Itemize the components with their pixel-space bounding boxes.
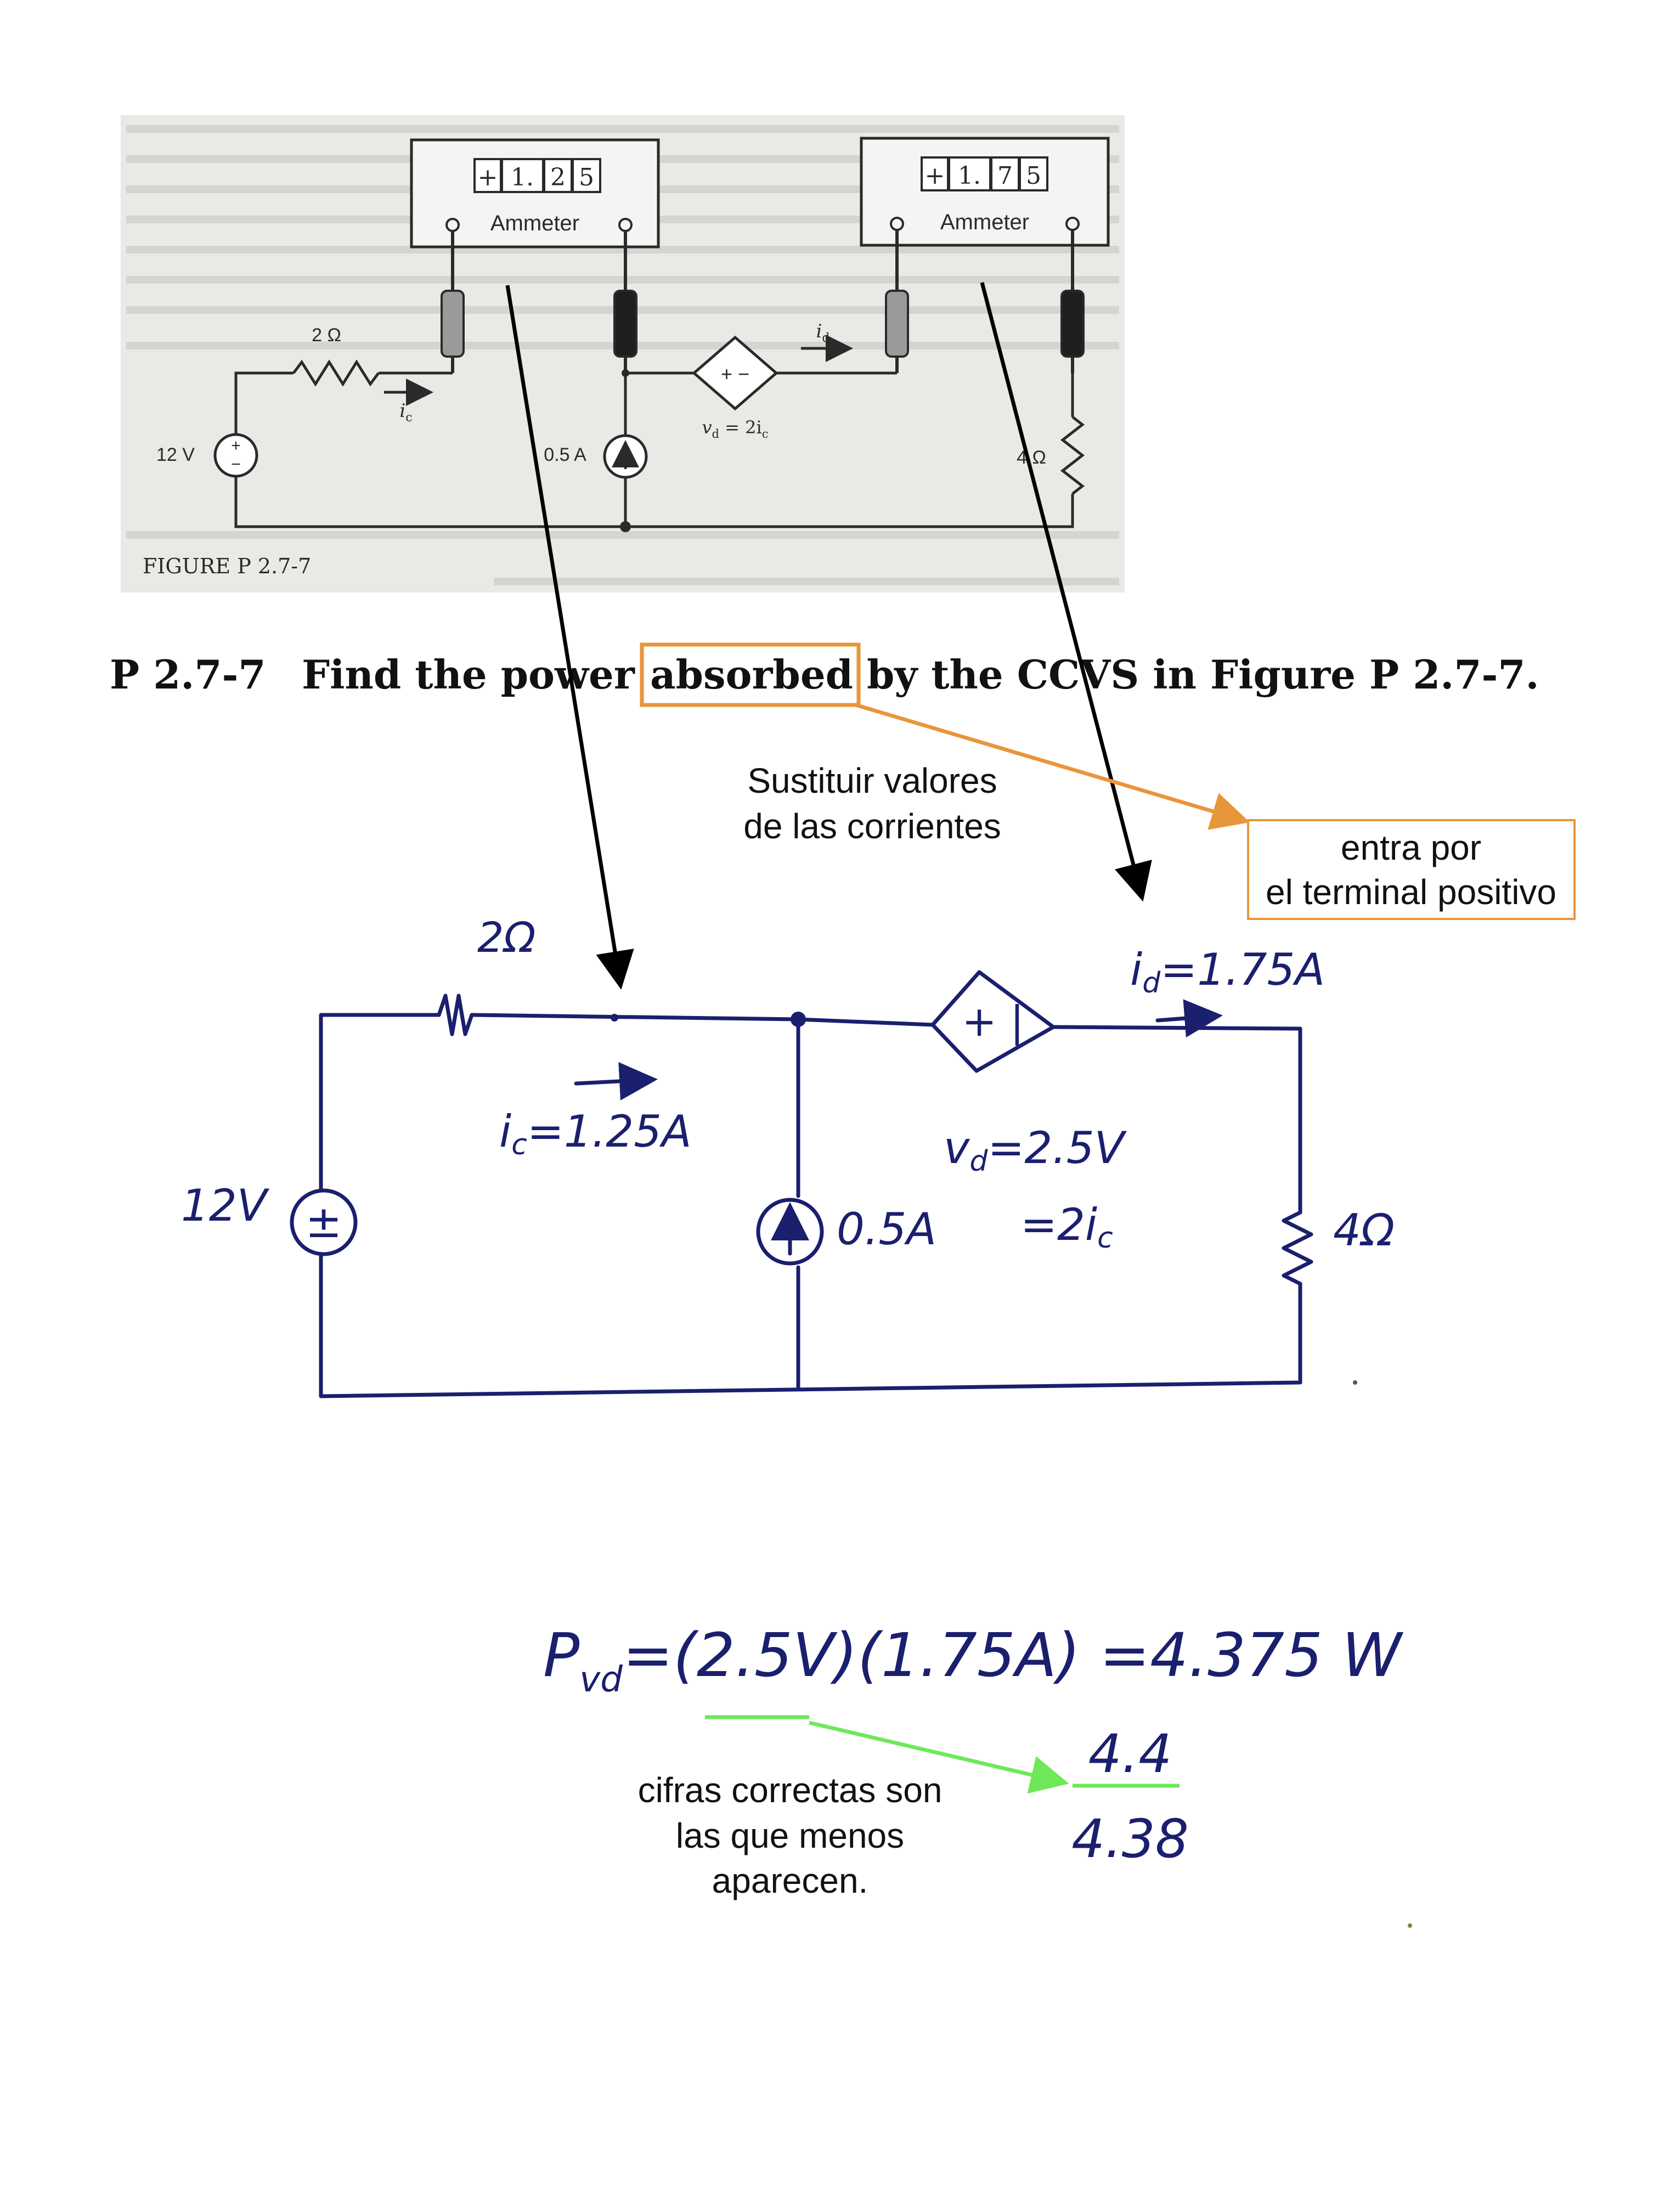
ammeter-left-label: Ammeter [490,211,579,235]
hw-node-dot [791,1012,806,1027]
power-calculation: Pvd=(2.5V)(1.75A) =4.375 W 4.4 4.38 [543,1620,1404,1870]
hw-id-arrow [1155,999,1223,1038]
hw-wire-top-left [319,1013,441,1193]
green-arrow [809,1720,1069,1794]
scan-figure-caption: FIGURE P 2.7-7 [143,554,311,578]
probe-leads [451,230,1074,291]
hw-r4-label: 4Ω [1333,1205,1395,1256]
absorbed-highlight-box [640,642,861,707]
scan-ccvs-sign: + − [721,363,749,385]
hw-vd-eq-label: =2ic [1020,1199,1113,1255]
scan-voltage-source-plus: + [231,437,241,455]
handwritten-circuit [290,970,1313,1398]
note-significant-figures: cifras correctas son las que menos apare… [638,1770,943,1900]
hw-voltage-source [290,1188,358,1256]
ammeter-right-digit-2: 7 [997,162,1013,190]
hw-node-dot-small [611,1014,618,1022]
hw-ccvs-sign: + | [962,997,1024,1046]
scan-id-label: id [816,320,830,345]
scan-ccvs: + − [692,335,778,411]
note-terminal: entra por el terminal positivo [1247,819,1576,920]
hw-wire-right-bottom [319,1254,1302,1398]
hw-vd-label: vd=2.5V [944,1122,1127,1178]
ammeter-right-digit-3: 5 [1026,162,1041,190]
note-substitute-line-1: Sustituir valores [747,761,997,800]
ammeter-right-digit-1: 1. [958,162,981,190]
hw-wire-to-ccvs [796,1017,935,1027]
hw-wire-top-right [1051,1025,1302,1215]
hw-power-equation: Pvd=(2.5V)(1.75A) =4.375 W [543,1620,1404,1700]
note-sig-line-1: cifras correctas son [638,1770,943,1810]
hw-r2-label: 2Ω [477,913,535,962]
hw-isource-label: 0.5A [837,1204,936,1255]
arrow-left-ammeter [505,285,634,990]
hw-resistor-4 [1282,1210,1313,1286]
note-terminal-box [1247,819,1576,920]
ammeter-right-label: Ammeter [940,210,1029,234]
handwritten-labels: 2Ω 12V ± ic=1.25A id=1.75A + | vd=2.5V =… [181,913,1395,1256]
note-sig-line-3: aparecen. [712,1861,868,1900]
stray-dot-green [1408,1923,1412,1928]
ammeter-right-sign: + [925,162,945,190]
hw-ic-arrow [574,1062,658,1101]
scan-current-source-label: 0.5 A [544,444,586,465]
note-substitute-line-2: de las corrientes [743,806,1001,846]
hw-rounded-1: 4.4 [1088,1723,1172,1785]
note-sig-line-2: las que menos [676,1816,904,1855]
ammeter-left: + 1. 2 5 Ammeter [410,138,660,249]
scan-voltage-source [213,433,258,478]
ammeter-left-digit-1: 1. [511,163,534,191]
note-terminal-line-1: entra por [1341,828,1481,867]
note-terminal-line-2: el terminal positivo [1266,872,1556,912]
scan-node-dot-top [622,369,629,377]
problem-number: P 2.7-7 [110,651,266,698]
hw-current-source [756,1198,824,1266]
ammeter-right: + 1. 7 5 Ammeter [860,137,1110,247]
arrow-right-ammeter [980,282,1152,902]
problem-highlight-word: absorbed [650,651,853,698]
hw-rounded-2: 4.38 [1071,1808,1189,1870]
scanned-figure: + 1. 2 5 Ammeter + 1. 7 5 Ammeter [121,115,1125,592]
ammeter-left-digit-3: 5 [579,163,594,191]
probes [441,290,1085,373]
problem-text-after: by the CCVS in Figure P 2.7-7. [867,651,1539,698]
ammeter-left-sign: + [478,163,498,191]
hw-id-label: id=1.75A [1130,944,1325,1000]
hw-wire-top-mid [470,1013,800,1022]
scan-resistor-2-label: 2 Ω [312,325,341,346]
scan-voltage-source-minus: − [231,455,241,473]
ammeter-left-digit-2: 2 [550,163,566,191]
hw-12v-label: 12V [181,1180,270,1231]
arrow-orange [855,703,1250,830]
scan-ic-label: ic [399,400,412,425]
scan-12v-label: 12 V [156,444,195,465]
stray-dot [1353,1380,1357,1385]
hw-source-sign: ± [305,1197,342,1248]
hw-resistor-2 [437,994,474,1036]
problem-text-before: Find the power [302,651,635,698]
scan-vd-label: vd = 2ic [702,417,768,441]
hw-ic-label: ic=1.25A [499,1106,692,1161]
scan-resistor-4-label: 4 Ω [1017,447,1046,468]
scan-circuit-wires [234,359,1085,528]
problem-statement: P 2.7-7 Find the power absorbed by the C… [110,642,1539,707]
scan-node-dot [620,521,631,532]
note-substitute: Sustituir valores de las corrientes [743,761,1001,846]
